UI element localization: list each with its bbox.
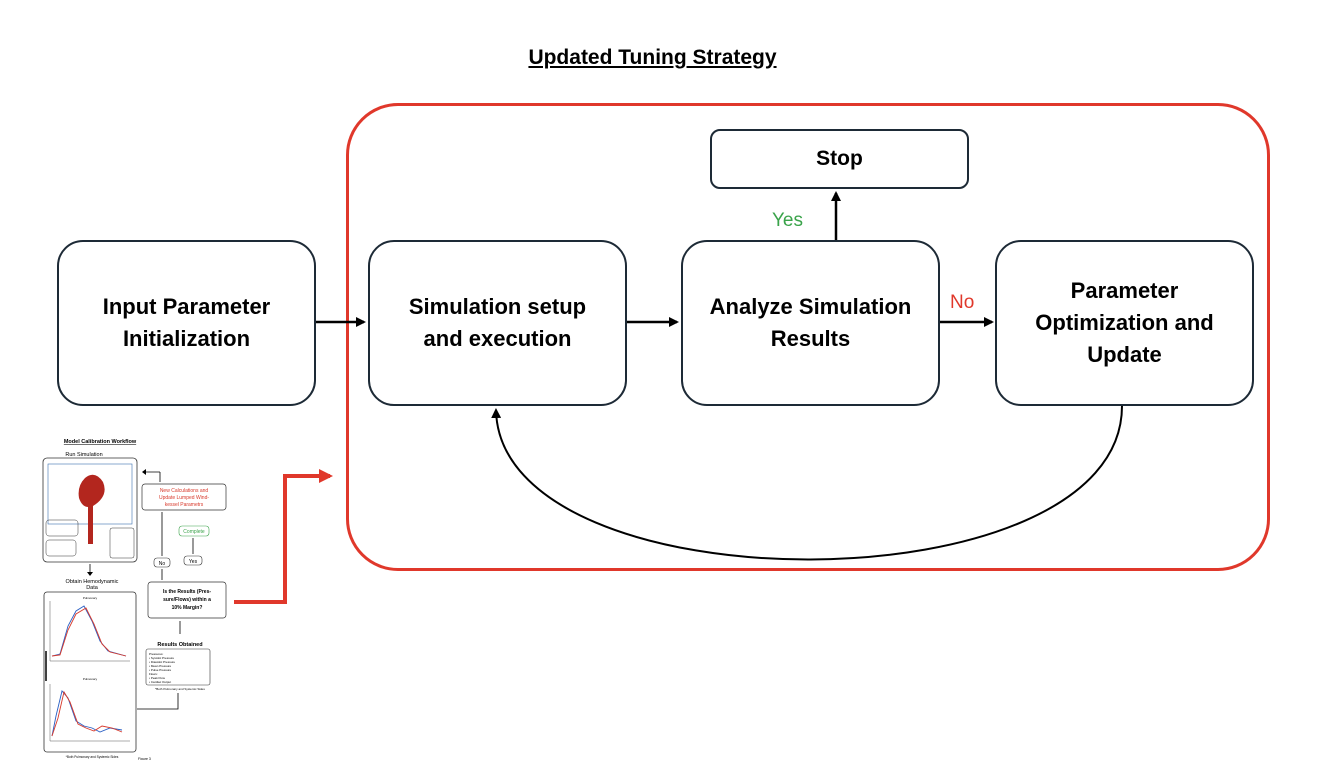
svg-text:• Cardiac Output: • Cardiac Output xyxy=(149,680,171,684)
svg-text:Complete: Complete xyxy=(183,529,205,535)
model-calibration-thumbnail: Model Calibration Workflow Run Simulatio… xyxy=(42,439,227,760)
svg-text:sure/Flows) within a: sure/Flows) within a xyxy=(163,597,211,603)
node-label: Analyze Simulation Results xyxy=(709,294,912,351)
svg-text:Pressures:: Pressures: xyxy=(149,652,164,656)
node-label: Input Parameter Initialization xyxy=(102,294,271,351)
thumb-figure: Figure 3 xyxy=(138,757,151,760)
tuning-loop-frame xyxy=(346,103,1270,571)
diagram-title: Updated Tuning Strategy xyxy=(528,46,777,69)
node-parameter-optimization: Parameter Optimization and Update xyxy=(995,240,1254,406)
red-link-arrow xyxy=(234,469,333,604)
thumb-run-sim: Run Simulation xyxy=(65,452,102,458)
heart-icon xyxy=(78,474,105,507)
svg-text:Pulmonary: Pulmonary xyxy=(83,677,98,681)
svg-text:10% Margin?: 10% Margin? xyxy=(172,605,203,611)
edge-label-yes: Yes xyxy=(772,210,803,231)
thumb-question-box xyxy=(147,581,227,619)
svg-text:Flows:: Flows: xyxy=(149,672,158,676)
svg-text:Yes: Yes xyxy=(189,559,198,565)
thumb-footer: *Both Pulmonary and Systemic Sides xyxy=(66,755,119,759)
edge-label-no: No xyxy=(950,292,975,313)
svg-text:kessel Parametrs: kessel Parametrs xyxy=(165,502,204,508)
thumb-title: Model Calibration Workflow xyxy=(64,439,137,445)
svg-text:• Peak Flow: • Peak Flow xyxy=(149,676,166,680)
node-label: Stop xyxy=(816,146,863,170)
svg-text:Pulmonary: Pulmonary xyxy=(83,596,98,600)
svg-text:Is the Results (Pres-: Is the Results (Pres- xyxy=(163,589,211,595)
node-analyze-results: Analyze Simulation Results xyxy=(681,240,940,406)
node-input-parameter-initialization: Input Parameter Initialization xyxy=(57,240,316,406)
svg-text:• Pulse Pressure: • Pulse Pressure xyxy=(149,668,172,672)
svg-text:*Both Pulmonary and Systemic S: *Both Pulmonary and Systemic Sides xyxy=(155,687,205,691)
node-label: Simulation setup and execution xyxy=(408,294,587,351)
svg-text:• Diastolic Pressure: • Diastolic Pressure xyxy=(149,660,175,664)
svg-text:Results Obtained: Results Obtained xyxy=(157,642,202,648)
thumb-newcalc-box xyxy=(141,483,227,511)
svg-text:• Mean Pressure: • Mean Pressure xyxy=(149,664,172,668)
node-label: Parameter Optimization and Update xyxy=(1035,278,1214,367)
svg-text:No: No xyxy=(159,561,166,567)
arrow-feedback-loop xyxy=(491,405,1123,561)
svg-text:• Systolic Pressure: • Systolic Pressure xyxy=(149,656,174,660)
svg-text:New Calculations and: New Calculations and xyxy=(160,488,209,494)
svg-text:Update Lumped Wind-: Update Lumped Wind- xyxy=(159,495,209,501)
node-simulation-setup: Simulation setup and execution xyxy=(368,240,627,406)
thumb-obtain: Obtain Hemodynamic xyxy=(66,579,119,585)
node-stop: Stop xyxy=(710,129,969,189)
svg-text:Data: Data xyxy=(86,585,99,591)
